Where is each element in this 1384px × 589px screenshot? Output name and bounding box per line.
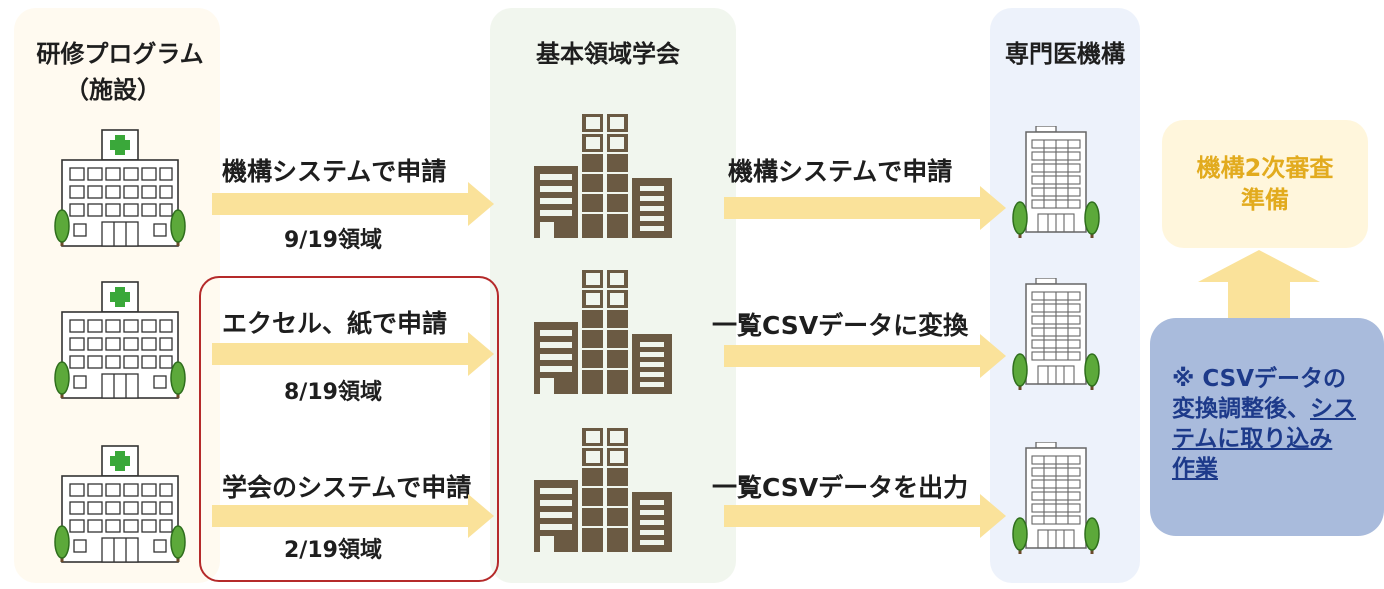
arrow-right-icon	[212, 182, 494, 226]
office-building-icon	[534, 428, 672, 552]
row3-method-label: 学会のシステムで申請	[222, 473, 472, 502]
row1-method-label: 機構システムで申請	[222, 157, 447, 186]
note-line2-underlined: シス	[1310, 396, 1356, 422]
note-line4: 作業	[1172, 456, 1218, 482]
hospital-icon	[50, 126, 190, 252]
review-line1: 機構2次審査	[1196, 154, 1334, 182]
tower-building-icon	[996, 442, 1120, 558]
row3-output-label: 一覧CSVデータを出力	[712, 473, 969, 502]
row1-output-label: 機構システムで申請	[728, 157, 953, 186]
row2-count-label: 8/19領域	[284, 380, 382, 405]
hospital-icon	[50, 442, 190, 568]
office-building-icon	[534, 114, 672, 238]
review-line2: 準備	[1241, 186, 1289, 214]
organization-column-title: 専門医機構	[1005, 40, 1125, 68]
society-column-title: 基本領域学会	[536, 40, 680, 68]
highlight-frame	[199, 276, 499, 582]
tower-building-icon	[996, 126, 1120, 242]
arrow-right-icon	[212, 494, 494, 538]
office-building-icon	[534, 270, 672, 394]
note-line3: テムに取り込み	[1172, 426, 1333, 452]
review-preparation-box: 機構2次審査 準備	[1162, 120, 1368, 248]
program-column-title: 研修プログラム （施設）	[20, 36, 220, 108]
tower-building-icon	[996, 278, 1120, 394]
arrow-right-icon	[724, 494, 1006, 538]
row1-count-label: 9/19領域	[284, 228, 382, 253]
note-line2: 変換調整後、シス	[1172, 394, 1384, 424]
arrow-right-icon	[212, 332, 494, 376]
hospital-icon	[50, 278, 190, 404]
arrow-right-icon	[724, 186, 1006, 230]
program-title-line1: 研修プログラム	[36, 40, 204, 68]
note-box: ※ CSVデータの 変換調整後、シス テムに取り込み 作業	[1150, 318, 1384, 536]
arrow-up-icon	[1198, 250, 1320, 320]
note-line1: ※ CSVデータの	[1172, 366, 1347, 392]
row2-output-label: 一覧CSVデータに変換	[712, 311, 969, 340]
note-line2-plain: 変換調整後、	[1172, 396, 1310, 422]
program-title-line2: （施設）	[65, 76, 161, 104]
row2-method-label: エクセル、紙で申請	[222, 309, 448, 338]
arrow-right-icon	[724, 334, 1006, 378]
row3-count-label: 2/19領域	[284, 538, 382, 563]
